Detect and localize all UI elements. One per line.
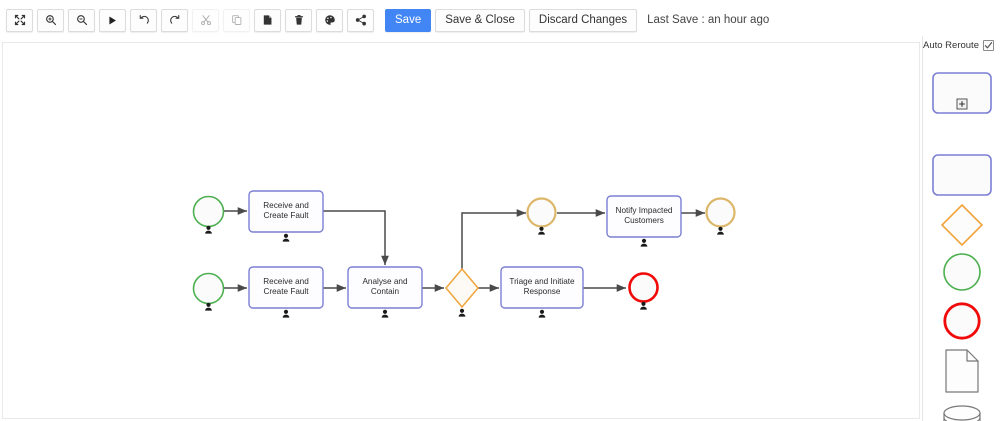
toolbar: Save Save & Close Discard Changes Last S…	[0, 0, 1000, 40]
flow-task1-task3	[323, 210, 389, 266]
last-save-status: Last Save : an hour ago	[647, 14, 770, 26]
user-icon	[458, 308, 466, 317]
fullscreen-icon[interactable]	[6, 8, 33, 32]
save-button[interactable]: Save	[385, 8, 432, 32]
user-task-markers	[205, 225, 724, 318]
palette-subprocess[interactable]	[923, 72, 1000, 114]
palette-task[interactable]	[923, 154, 1000, 196]
task-triage-and-initiate-response[interactable]	[500, 266, 584, 309]
task-receive-create-fault-2[interactable]	[248, 266, 324, 309]
paste-icon[interactable]	[254, 8, 281, 32]
palette-end-event[interactable]	[923, 301, 1000, 341]
palette-data-store[interactable]	[923, 404, 1000, 421]
palette-data-object[interactable]	[923, 349, 1000, 393]
user-icon	[640, 301, 647, 310]
intermediate-event-2[interactable]	[705, 197, 736, 228]
user-icon	[538, 226, 545, 235]
start-event-1[interactable]	[192, 195, 225, 228]
save-and-close-button[interactable]: Save & Close	[435, 8, 525, 32]
end-event[interactable]	[628, 272, 659, 303]
share-icon[interactable]	[347, 8, 374, 32]
zoom-out-icon[interactable]	[68, 8, 95, 32]
delete-icon[interactable]	[285, 8, 312, 32]
user-icon	[205, 225, 212, 234]
intermediate-event-1[interactable]	[526, 197, 557, 228]
diagram-canvas[interactable]: Receive and Create Fault Receive and Cre…	[2, 42, 920, 419]
user-icon	[282, 309, 290, 318]
undo-icon[interactable]	[130, 8, 157, 32]
discard-changes-button[interactable]: Discard Changes	[528, 8, 638, 32]
redo-icon[interactable]	[161, 8, 188, 32]
task-analyse-and-contain[interactable]	[347, 266, 423, 309]
auto-reroute-row: Auto Reroute	[923, 40, 1000, 51]
copy-icon[interactable]	[223, 8, 250, 32]
play-icon[interactable]	[99, 8, 126, 32]
user-icon	[381, 309, 389, 318]
gateway-exclusive[interactable]	[445, 267, 479, 309]
auto-reroute-checkbox[interactable]	[982, 40, 994, 51]
zoom-in-icon[interactable]	[37, 8, 64, 32]
user-icon	[717, 226, 724, 235]
auto-reroute-label: Auto Reroute	[923, 40, 979, 51]
task-notify-impacted-customers[interactable]	[606, 195, 682, 238]
diagram-svg	[192, 190, 736, 318]
flow-gateway-event1	[461, 209, 527, 269]
user-icon	[538, 309, 546, 318]
user-icon	[640, 238, 648, 247]
palette-gateway[interactable]	[923, 203, 1000, 247]
cut-icon[interactable]	[192, 8, 219, 32]
palette-start-event[interactable]	[923, 252, 1000, 292]
user-icon	[205, 302, 212, 311]
task-receive-create-fault-1[interactable]	[248, 190, 324, 233]
palette-icon[interactable]	[316, 8, 343, 32]
start-event-2[interactable]	[192, 272, 225, 305]
user-icon	[282, 233, 290, 242]
shape-palette: Auto Reroute	[922, 36, 1000, 421]
